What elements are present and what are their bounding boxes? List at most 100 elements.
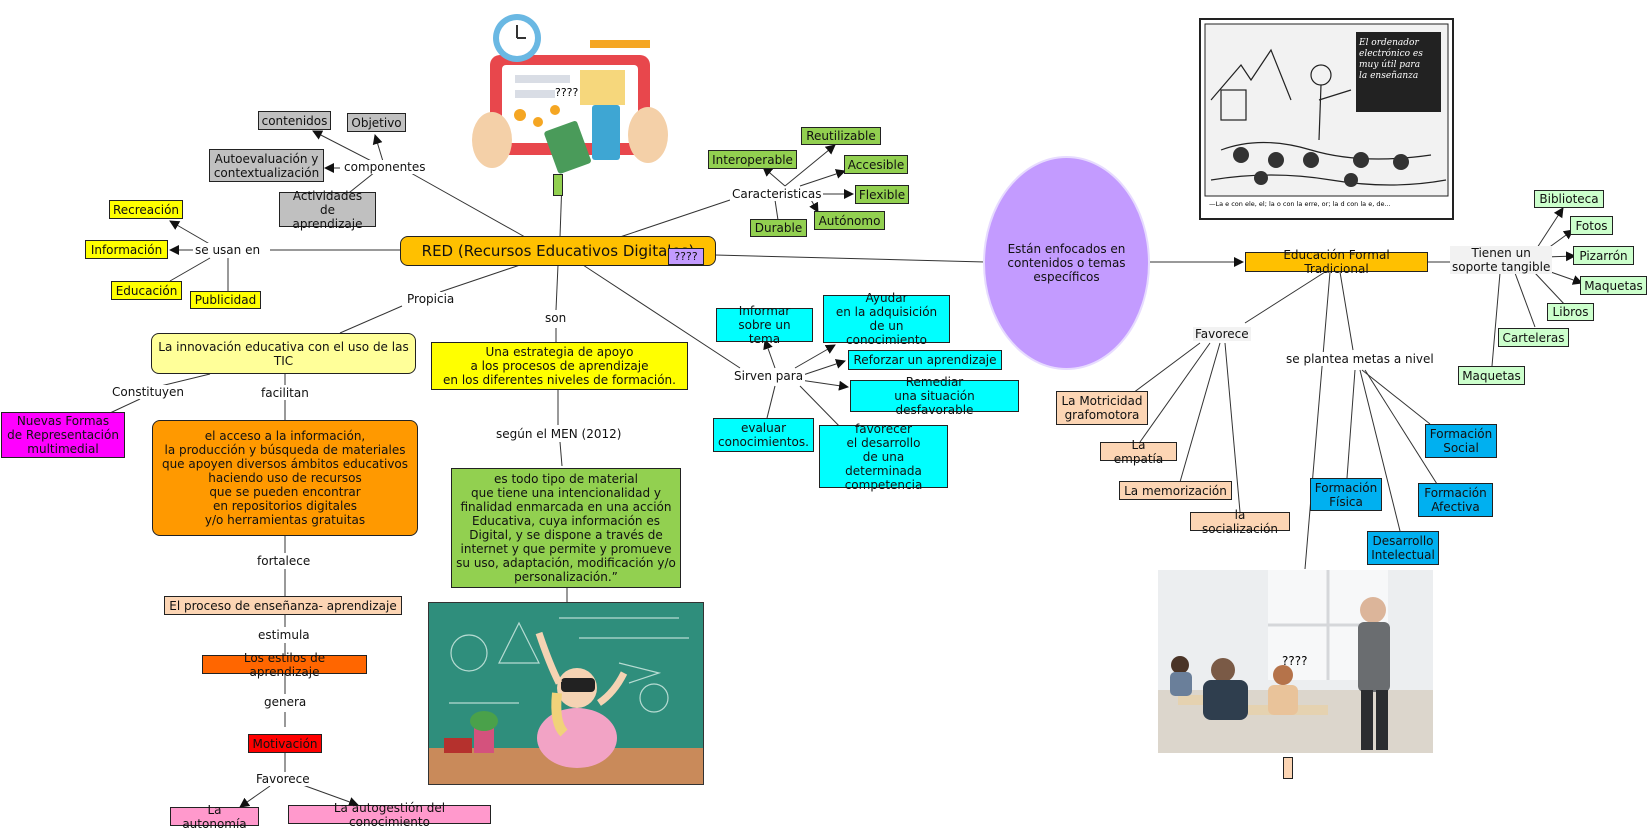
node-socializacion[interactable]: la socialización — [1190, 508, 1290, 536]
ellipse-text: Están enfocados en contenidos o temas es… — [1007, 242, 1126, 284]
node-estrategia-text: Una estrategia de apoyo a los procesos d… — [443, 345, 676, 387]
node-formacion-fisica-text: Formación Física — [1314, 480, 1378, 509]
node-autonomo[interactable]: Autónomo — [814, 211, 885, 230]
link-estimula: estimula — [256, 628, 312, 642]
ellipse-enfocados[interactable]: Están enfocados en contenidos o temas es… — [983, 156, 1150, 370]
link-sirven-para: Sirven para — [732, 369, 806, 383]
main-tag-text: ???? — [674, 249, 698, 263]
node-interoperable-text: Interoperable — [712, 152, 793, 167]
node-nuevas-formas-text: Nuevas Formas de Representación multimed… — [7, 414, 119, 456]
node-informar-text: Informar sobre un tema — [738, 304, 791, 346]
node-proceso-text: El proceso de enseñanza- aprendizaje — [169, 598, 397, 613]
link-constituyen: Constituyen — [110, 385, 187, 399]
node-biblioteca[interactable]: Biblioteca — [1534, 190, 1604, 208]
node-recreacion-text: Recreación — [112, 202, 180, 217]
node-formacion-social-text: Formación Social — [1429, 427, 1493, 455]
main-node-tag: ???? — [668, 248, 704, 265]
node-recreacion[interactable]: Recreación — [109, 200, 183, 219]
node-durable[interactable]: Durable — [750, 219, 807, 237]
link-segun-men: según el MEN (2012) — [494, 427, 624, 441]
node-informacion-text: Información — [90, 242, 163, 257]
node-autogestion-text: La autogestión del conocimiento — [333, 800, 446, 829]
node-desarrollo-intelectual-text: Desarrollo Intelectual — [1371, 534, 1435, 562]
node-desarrollo-intelectual[interactable]: Desarrollo Intelectual — [1367, 531, 1439, 565]
node-memorizacion-text: La memorización — [1124, 483, 1227, 498]
node-informar[interactable]: Informar sobre un tema — [716, 304, 813, 346]
node-autonomo-text: Autónomo — [818, 213, 881, 228]
node-ayudar-text: Ayudar en la adquisición de un conocimie… — [835, 291, 938, 347]
node-remediar[interactable]: Remediar una situación desfavorable — [850, 375, 1019, 417]
node-formacion-afectiva-text: Formación Afectiva — [1424, 486, 1487, 514]
node-publicidad[interactable]: Publicidad — [190, 291, 261, 309]
node-evaluar[interactable]: evaluar conocimientos. — [713, 418, 814, 452]
node-maquetas-1[interactable]: Maquetas — [1580, 276, 1647, 295]
node-flexible[interactable]: Flexible — [855, 185, 909, 204]
classroom-marker — [1283, 757, 1293, 779]
node-definicion-text: es todo tipo de material que tiene una i… — [456, 472, 676, 584]
node-autogestion[interactable]: La autogestión del conocimiento — [288, 801, 491, 829]
node-contenidos[interactable]: contenidos — [258, 111, 331, 130]
node-motricidad-text: La Motricidad grafomotora — [1061, 394, 1143, 422]
main-title: RED (Recursos Educativos Digitales) — [421, 242, 695, 260]
node-objetivo[interactable]: Objetivo — [347, 113, 406, 132]
node-reutilizable[interactable]: Reutilizable — [801, 127, 881, 145]
node-libros-text: Libros — [1552, 305, 1589, 319]
node-innovacion[interactable]: La innovación educativa con el uso de la… — [151, 333, 416, 374]
node-estrategia[interactable]: Una estrategia de apoyo a los procesos d… — [431, 342, 688, 390]
node-favorecer-desarrollo[interactable]: favorecer el desarrollo de una determina… — [819, 422, 948, 492]
node-publicidad-text: Publicidad — [194, 293, 257, 307]
node-accesible[interactable]: Accesible — [844, 155, 908, 174]
node-fotos[interactable]: Fotos — [1570, 216, 1613, 235]
node-autonomia[interactable]: La autonomía — [170, 803, 259, 831]
link-fortalece: fortalece — [255, 554, 313, 568]
node-educacion[interactable]: Educación — [111, 281, 182, 300]
cartoon-caption: —La e con ele, el; la o con la erre, or;… — [1209, 200, 1391, 208]
link-genera: genera — [262, 695, 309, 709]
node-flexible-text: Flexible — [858, 187, 906, 202]
cartoon-classroom-image: El ordenador electrónico es muy útil par… — [1199, 18, 1454, 220]
link-propicia: Propicia — [405, 292, 457, 306]
node-pizarron-text: Pizarrón — [1579, 248, 1628, 263]
node-empatia[interactable]: La empatía — [1100, 438, 1177, 466]
link-favorece-right: Favorece — [1193, 327, 1251, 341]
node-acceso-informacion[interactable]: el acceso a la información, la producció… — [152, 420, 418, 536]
node-motivacion[interactable]: Motivación — [248, 734, 322, 753]
node-libros[interactable]: Libros — [1547, 303, 1594, 321]
illustration-marker — [553, 174, 563, 196]
link-favorece-left: Favorece — [254, 772, 312, 786]
link-se-usan-en: se usan en — [193, 243, 263, 257]
node-formacion-fisica[interactable]: Formación Física — [1310, 478, 1382, 511]
node-informacion[interactable]: Información — [85, 240, 168, 259]
node-biblioteca-text: Biblioteca — [1539, 192, 1599, 206]
node-maquetas-2[interactable]: Maquetas — [1458, 366, 1525, 385]
node-formacion-social[interactable]: Formación Social — [1425, 424, 1497, 458]
node-ayudar[interactable]: Ayudar en la adquisición de un conocimie… — [823, 291, 950, 347]
node-nuevas-formas[interactable]: Nuevas Formas de Representación multimed… — [1, 412, 125, 458]
node-formacion-afectiva[interactable]: Formación Afectiva — [1418, 483, 1493, 517]
node-actividades-text: Actividades de aprendizaje — [292, 188, 363, 231]
node-pizarron[interactable]: Pizarrón — [1573, 246, 1634, 265]
link-soporte-tangible: Tienen un soporte tangible — [1450, 246, 1553, 274]
node-reforzar[interactable]: Reforzar un aprendizaje — [848, 350, 1002, 370]
node-interoperable[interactable]: Interoperable — [708, 150, 797, 169]
node-carteleras[interactable]: Carteleras — [1498, 328, 1569, 347]
node-estilos-text: Los estilos de aprendizaje — [243, 650, 326, 679]
node-objetivo-text: Objetivo — [351, 115, 402, 130]
node-acceso-text: el acceso a la información, la producció… — [161, 429, 409, 527]
node-autonomia-text: La autonomía — [182, 802, 247, 831]
link-facilitan: facilitan — [259, 386, 311, 400]
node-educacion-formal-text: Educación Formal Tradicional — [1283, 248, 1390, 276]
node-actividades[interactable]: Actividades de aprendizaje — [279, 189, 376, 231]
node-carteleras-text: Carteleras — [1502, 330, 1565, 345]
link-caracteristicas: Caracteristicas — [730, 187, 824, 201]
node-educacion-formal[interactable]: Educación Formal Tradicional — [1245, 248, 1428, 276]
digital-resources-illustration: ???? — [470, 10, 670, 180]
node-motricidad[interactable]: La Motricidad grafomotora — [1056, 391, 1148, 425]
node-educacion-text: Educación — [115, 283, 178, 298]
node-autoevaluacion[interactable]: Autoevaluación y contextualización — [209, 149, 324, 182]
node-estilos-aprendizaje[interactable]: Los estilos de aprendizaje — [202, 651, 367, 679]
node-memorizacion[interactable]: La memorización — [1119, 481, 1232, 500]
node-proceso-ensenanza[interactable]: El proceso de enseñanza- aprendizaje — [164, 596, 402, 615]
node-definicion-men[interactable]: es todo tipo de material que tiene una i… — [451, 468, 681, 588]
